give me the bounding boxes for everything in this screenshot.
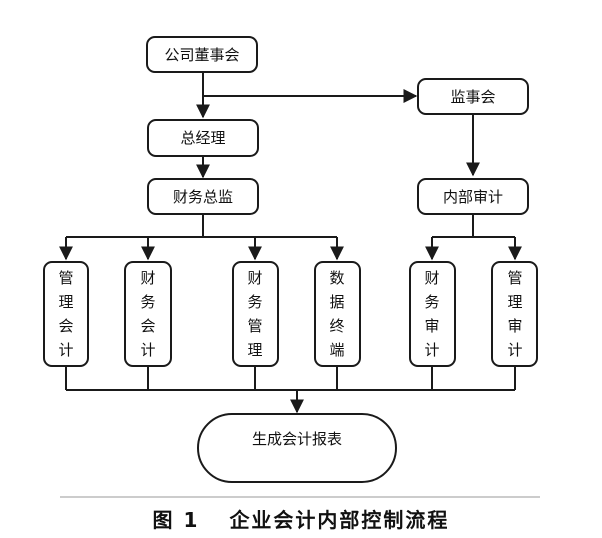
figure-title: 企业会计内部控制流程 — [228, 508, 449, 532]
node-gm-label: 总经理 — [180, 129, 225, 147]
node-financial-accounting-label: 财务会计 — [140, 269, 155, 359]
node-supervisory-label: 监事会 — [450, 88, 495, 106]
node-mgmt-audit: 管理审计 — [491, 261, 538, 367]
node-report: 生成会计报表 — [197, 413, 397, 483]
edges — [59, 72, 522, 414]
node-supervisory: 监事会 — [417, 78, 529, 115]
node-internal-audit-label: 内部审计 — [443, 188, 503, 206]
node-report-label: 生成会计报表 — [252, 430, 342, 448]
node-data-terminal: 数据终端 — [314, 261, 361, 367]
node-financial-audit: 财务审计 — [409, 261, 456, 367]
figure-caption: 图 1 企业会计内部控制流程 — [153, 508, 450, 532]
node-mgmt-accounting: 管理会计 — [43, 261, 89, 367]
node-board-label: 公司董事会 — [164, 46, 239, 64]
node-board: 公司董事会 — [146, 36, 258, 73]
node-cfo: 财务总监 — [147, 178, 259, 215]
node-financial-mgmt: 财务管理 — [232, 261, 279, 367]
node-gm: 总经理 — [147, 119, 259, 157]
node-internal-audit: 内部审计 — [417, 178, 529, 215]
node-data-terminal-label: 数据终端 — [329, 269, 344, 359]
node-financial-mgmt-label: 财务管理 — [247, 269, 262, 359]
node-cfo-label: 财务总监 — [173, 188, 233, 206]
node-financial-audit-label: 财务审计 — [424, 269, 439, 359]
figure-label: 图 1 — [153, 508, 200, 532]
node-mgmt-accounting-label: 管理会计 — [58, 269, 73, 359]
node-mgmt-audit-label: 管理审计 — [507, 269, 522, 359]
node-financial-accounting: 财务会计 — [124, 261, 172, 367]
